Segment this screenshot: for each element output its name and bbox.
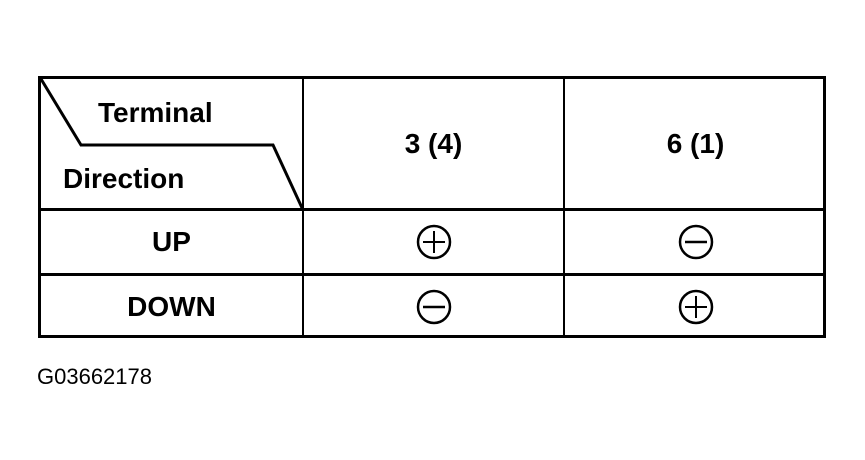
divider: [563, 79, 565, 335]
minus-circle-icon: [416, 289, 451, 325]
divider: [41, 273, 823, 276]
divider: [41, 208, 823, 211]
column-header-6-1: 6 (1): [666, 127, 725, 159]
terminal-direction-table: Terminal Direction 3 (4) 6 (1) UP DOWN: [38, 76, 826, 338]
column-header-3-4: 3 (4): [404, 127, 463, 159]
corner-label-terminal: Terminal: [98, 97, 213, 128]
row-label-down: DOWN: [127, 291, 216, 322]
minus-circle-icon: [678, 224, 713, 260]
plus-circle-icon: [678, 289, 713, 325]
cell-down-3-4: [304, 276, 563, 338]
cell-down-6-1: [565, 276, 826, 338]
cell-up-6-1: [565, 211, 826, 273]
corner-label-direction: Direction: [63, 163, 185, 194]
plus-circle-icon: [416, 224, 451, 260]
row-label-up: UP: [152, 226, 191, 257]
cell-up-3-4: [304, 211, 563, 273]
figure-id-caption: G03662178: [37, 364, 152, 389]
corner-diagonal-lines: [41, 79, 305, 211]
